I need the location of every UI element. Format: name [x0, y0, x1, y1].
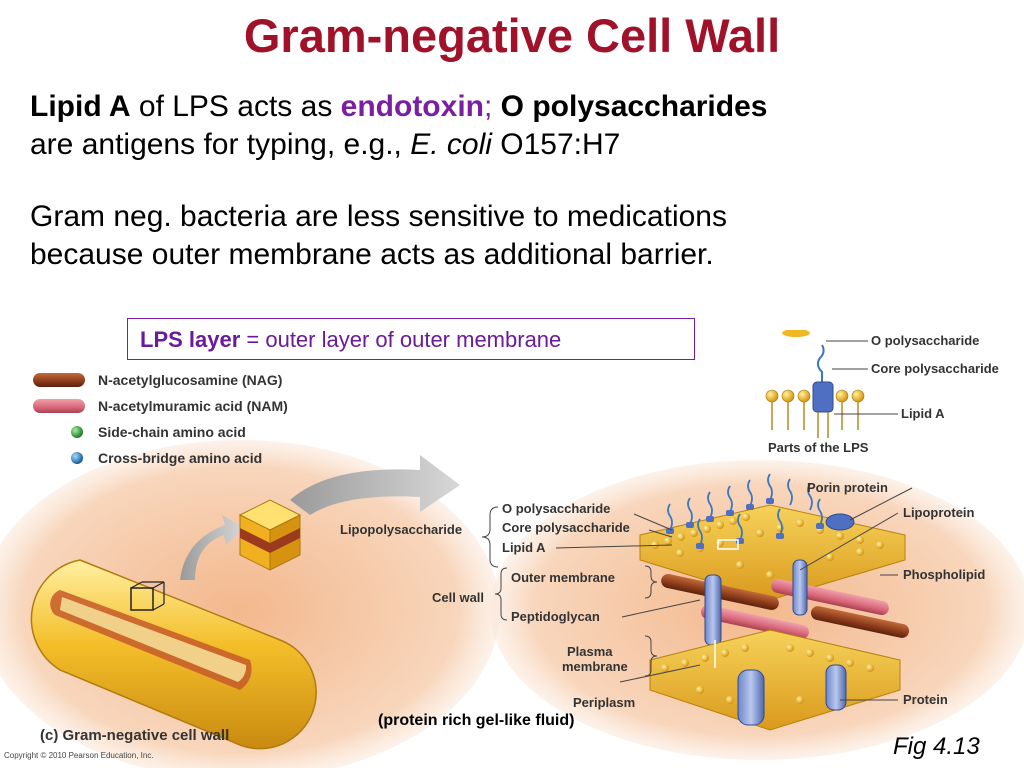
- lps-layer-definition: = outer layer of outer membrane: [240, 327, 562, 352]
- porin-protein-shape: [825, 513, 855, 531]
- legend-label-nam: N-acetylmuramic acid (NAM): [98, 398, 288, 414]
- lps-inset-diagram: [765, 330, 898, 438]
- sensitivity-paragraph: Gram neg. bacteria are less sensitive to…: [30, 198, 727, 274]
- nam-cylinder-icon: [33, 399, 85, 413]
- zoom-arrow-large-icon: [290, 455, 460, 515]
- label-peptidoglycan: Peptidoglycan: [511, 609, 600, 624]
- o-polysaccharides-term: O polysaccharides: [492, 90, 768, 123]
- periplasm-note: (protein rich gel-like fluid): [378, 712, 575, 729]
- inset-label-lipid-a: Lipid A: [901, 406, 945, 421]
- figure-reference: Fig 4.13: [893, 733, 980, 760]
- label-lipopolysaccharide: Lipopolysaccharide: [340, 522, 463, 537]
- legend-label-cross-bridge: Cross-bridge amino acid: [98, 450, 263, 466]
- text-of-lps: of LPS acts as: [130, 90, 341, 123]
- label-membrane: membrane: [562, 659, 628, 674]
- label-protein: Protein: [903, 692, 948, 707]
- lipid-a-term: Lipid A: [30, 90, 131, 123]
- side-chain-sphere-icon: [71, 426, 83, 438]
- semicolon: ;: [483, 90, 493, 123]
- sensitivity-line-1: Gram neg. bacteria are less sensitive to…: [30, 200, 727, 233]
- inset-label-core-polysaccharide: Core polysaccharide: [871, 361, 999, 376]
- legend-label-side-chain: Side-chain amino acid: [98, 424, 246, 440]
- label-leader-lines: [481, 487, 913, 701]
- page-title: Gram-negative Cell Wall: [243, 9, 781, 62]
- copyright-notice: Copyright © 2010 Pearson Education, Inc.: [4, 751, 154, 760]
- legend-label-nag: N-acetylglucosamine (NAG): [98, 372, 283, 388]
- nag-cylinder-icon: [33, 373, 85, 387]
- label-phospholipid: Phospholipid: [903, 567, 986, 582]
- bacterium-cell: [30, 559, 317, 750]
- zoom-arrow-small-icon: [180, 515, 245, 580]
- label-porin-protein: Porin protein: [807, 480, 888, 495]
- lps-antigen-paragraph: Lipid A of LPS acts as endotoxin; O poly…: [30, 88, 767, 164]
- cross-bridge-sphere-icon: [71, 452, 83, 464]
- label-cell-wall: Cell wall: [432, 590, 485, 605]
- label-plasma: Plasma: [567, 644, 613, 659]
- label-lipoprotein: Lipoprotein: [903, 505, 975, 520]
- ecoli-term: E. coli: [410, 128, 492, 161]
- label-o-polysaccharide: O polysaccharide: [502, 501, 611, 516]
- cell-wall-diagram: [0, 330, 1024, 768]
- endotoxin-term: endotoxin: [340, 90, 484, 123]
- strain-text: O157:H7: [491, 128, 621, 161]
- label-outer-membrane: Outer membrane: [511, 570, 616, 585]
- lps-layer-term: LPS layer: [140, 327, 241, 352]
- sensitivity-line-2: because outer membrane acts as additiona…: [30, 238, 714, 271]
- zoom-box-icon: [130, 587, 154, 611]
- label-core-polysaccharide: Core polysaccharide: [502, 520, 630, 535]
- panel-caption: (c) Gram-negative cell wall: [40, 727, 230, 744]
- legend-icons: [33, 373, 85, 464]
- lps-layer-note: LPS layer = outer layer of outer membran…: [127, 318, 695, 360]
- inset-label-o-polysaccharide: O polysaccharide: [871, 333, 980, 348]
- label-lipid-a: Lipid A: [502, 540, 546, 555]
- wall-segment-cube: [238, 499, 302, 571]
- inset-caption: Parts of the LPS: [768, 440, 869, 455]
- antigen-text: are antigens for typing, e.g.,: [30, 128, 411, 161]
- membrane-block: [639, 473, 910, 731]
- label-periplasm: Periplasm: [573, 695, 636, 710]
